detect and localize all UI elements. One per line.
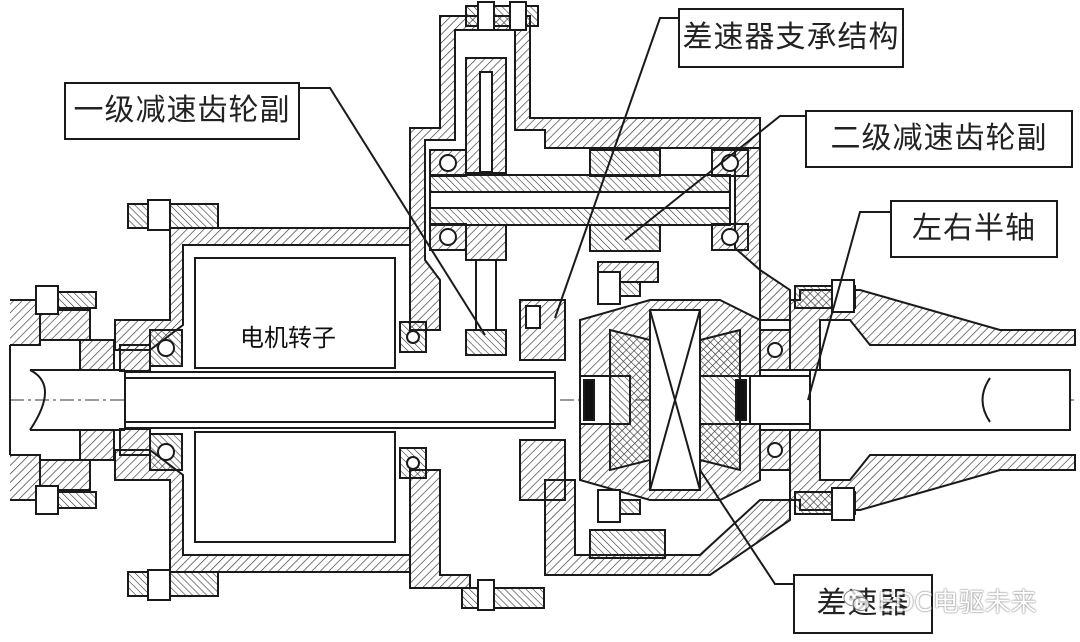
second-stage-gear: [589, 149, 666, 559]
leader-second-stage: [624, 115, 805, 241]
left-rotor-bearings: [119, 329, 183, 471]
leader-first-stage: [300, 87, 486, 336]
top-flange-bolts: [461, 1, 545, 611]
differential-case: [579, 299, 761, 501]
leader-differential-support: [554, 17, 678, 319]
intermediate-shaft: [429, 149, 749, 251]
left-flange-bolts: [35, 285, 115, 515]
right-output: [749, 279, 1076, 521]
input-shaft: [124, 371, 556, 429]
label-first-stage-gear: 一级减速齿轮副: [64, 82, 300, 140]
wechat-icon: [843, 589, 870, 611]
watermark-text: EDC电驱未来: [878, 588, 1037, 618]
left-output-tube: [9, 299, 125, 501]
first-stage-gear: [465, 57, 507, 356]
watermark: EDC电驱未来: [842, 582, 1037, 619]
leader-lines: [300, 17, 890, 585]
label-half-shafts: 左右半轴: [890, 200, 1058, 258]
differential-bolts: [597, 271, 641, 523]
motor-rotor: [194, 257, 396, 543]
label-differential-support: 差速器支承结构: [678, 8, 904, 68]
leader-differential: [699, 469, 793, 585]
shaft-seals: [399, 321, 427, 479]
leader-half-shafts: [807, 211, 890, 401]
label-second-stage-gear: 二级减速齿轮副: [805, 110, 1073, 168]
motor-housing: [114, 199, 411, 601]
label-motor-rotor: 电机转子: [240, 324, 336, 352]
